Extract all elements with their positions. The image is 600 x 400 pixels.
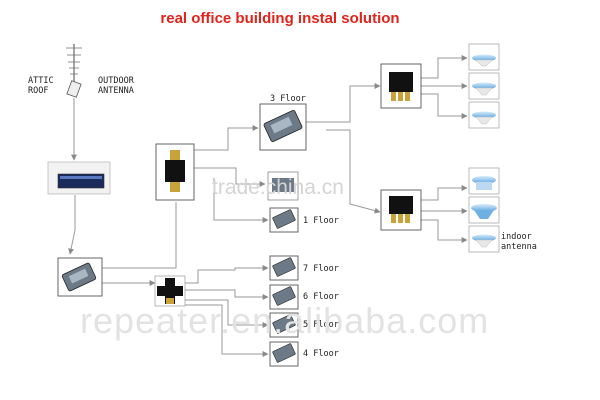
outdoor-antenna-label: OUTDOOR ANTENNA	[98, 76, 134, 96]
four-way-splitter	[154, 275, 186, 307]
line-to-upper-splitter	[300, 83, 381, 123]
line-ant-c	[420, 93, 468, 119]
attic-label-line2: ROOF	[28, 86, 49, 96]
floor4-box	[269, 341, 299, 367]
indoor-antenna-icon	[468, 196, 500, 224]
floor3-label: 3 Floor	[270, 94, 306, 104]
outdoor-antenna	[66, 44, 82, 98]
attic-roof-label: ATTIC ROOF	[28, 76, 54, 96]
indoor-antenna-icon	[468, 101, 500, 129]
indoor-label-line1: indoor	[501, 232, 532, 242]
line-ant-d	[421, 185, 468, 201]
indoor-antenna-icon	[468, 72, 500, 100]
watermark-trade: trade.china.cn	[212, 176, 344, 199]
connection-lines	[68, 55, 468, 357]
line-to-trade	[193, 167, 266, 187]
trade-box	[267, 171, 299, 201]
line-ant-a	[420, 55, 468, 79]
floor5-box	[269, 312, 299, 338]
floor-boxes	[269, 207, 299, 367]
line-splitter-coupler	[102, 202, 177, 269]
attic-label-line1: ATTIC	[28, 76, 54, 86]
indoor-label-line2: antenna	[501, 242, 537, 252]
diagram-title: real office building instal solution	[160, 10, 400, 27]
floor5-label: 5 Floor	[303, 320, 339, 330]
line-ant-f	[421, 219, 468, 243]
lower-splitter	[380, 189, 422, 231]
floor7-label: 7 Floor	[303, 264, 339, 274]
upper-splitter	[380, 63, 422, 109]
line-to-5floor	[184, 299, 269, 328]
floor6-label: 6 Floor	[303, 292, 339, 302]
floor1-label: 1 Floor	[303, 216, 339, 226]
floor3-box	[259, 103, 307, 151]
repeater	[47, 161, 111, 195]
indoor-antenna-label: indoor antenna	[501, 232, 537, 252]
indoor-antenna-icon	[468, 167, 500, 195]
line-to-6floor	[184, 289, 269, 300]
floor7-box	[269, 255, 299, 281]
line-repeater-splitter	[68, 195, 76, 255]
line-to-4floor	[176, 304, 269, 357]
floor1-box	[269, 207, 299, 233]
line-to-3floor	[193, 125, 259, 151]
line-to-1floor	[213, 178, 269, 223]
line-to-lower-splitter	[326, 129, 381, 214]
indoor-antenna-icon	[468, 43, 500, 71]
watermark-alibaba: repeater.en.alibaba.com	[80, 300, 490, 341]
outdoor-label-line2: ANTENNA	[98, 86, 134, 96]
indoor-antenna-icon	[468, 225, 500, 253]
outdoor-label-line1: OUTDOOR	[98, 76, 134, 86]
line-to-7floor	[184, 265, 269, 284]
coupler-box	[155, 143, 195, 201]
indoor-antennas	[468, 43, 500, 253]
floor4-label: 4 Floor	[303, 349, 339, 359]
floor6-box	[269, 284, 299, 310]
lower-splitter-box	[57, 257, 103, 297]
